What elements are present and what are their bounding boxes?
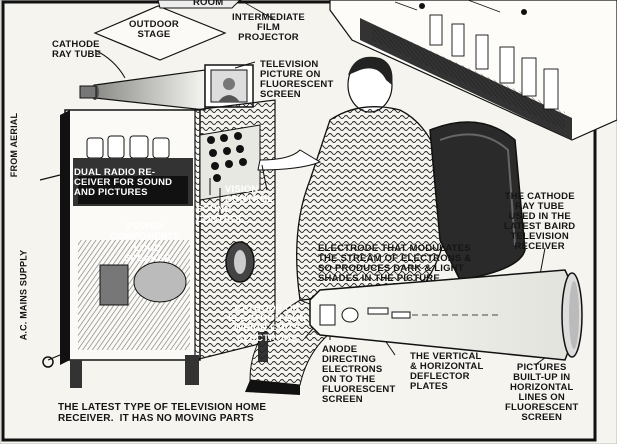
room-label: ROOM (193, 0, 224, 8)
viewer-figure (245, 56, 526, 395)
caption: THE LATEST TYPE OF TELEVISION HOME RECEI… (58, 402, 267, 424)
outdoor-stage-diagram (93, 5, 227, 61)
outer-border (1, 0, 597, 442)
anode-label: ANODE DIRECTING ELECTRONS ON TO THE FLUO… (322, 344, 396, 405)
cathode-ray-tube-label: CATHODE RAY TUBE (52, 39, 102, 60)
dual-radio-receiver-label: DUAL RADIO RE- CEIVER FOR SOUND AND PICT… (74, 167, 173, 198)
outdoor-stage-label: OUTDOOR STAGE (129, 19, 179, 40)
television-picture-label: TELEVISION PICTURE ON FLUORESCENT SCREEN (260, 59, 334, 100)
intermediate-film-projector-label: INTERMEDIATE FILM PROJECTOR (232, 12, 305, 43)
sound-control-label: SOUND CONTROL (196, 204, 245, 225)
deflector-plates-label: THE VERTICAL & HORIZONTAL DEFLECTOR PLAT… (410, 351, 484, 392)
receiver-cabinet (60, 64, 276, 388)
cathode-ray-tube-drawing (79, 69, 206, 111)
power-components-label: POWER COMPONENTS (110, 221, 181, 242)
ac-mains-supply-label: A.C. MAINS SUPPLY (18, 249, 29, 341)
pictures-built-up-label: PICTURES BUILT-UP IN HORIZONTAL LINES ON… (505, 362, 579, 423)
loud-speaker-label: LOUD SPEAKER (124, 243, 172, 264)
vision-control-label: VISION CONTROL (225, 184, 274, 205)
studio-building (329, 0, 617, 141)
baird-cathode-tube-diagram (309, 269, 583, 361)
electrode-label: ELECTRODE THAT MODULATES THE STREAM OF E… (318, 243, 472, 284)
baird-tube-label: THE CATHODE RAY TUBE USED IN THE LATEST … (504, 191, 576, 252)
cathode-gun-label: CATHODE OR ELECTRON GUN WHICH EMITS ELEC… (228, 303, 307, 344)
from-aerial-label: FROM AERIAL (9, 112, 20, 178)
